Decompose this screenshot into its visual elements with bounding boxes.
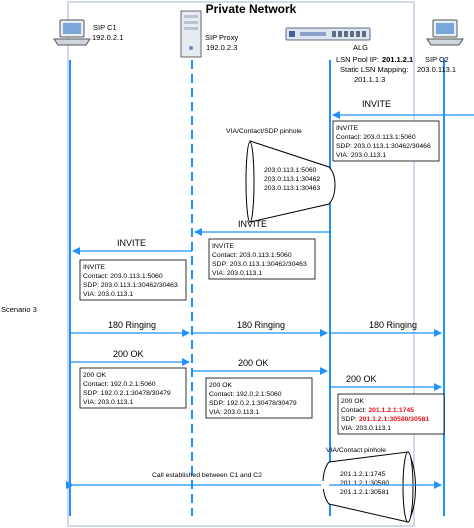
alg-mapping-ip: 201.1.1.3 xyxy=(354,75,385,84)
invite-label-2: INVITE xyxy=(238,219,267,229)
ok-label-2: 200 OK xyxy=(238,358,269,368)
alg-mapping-label: Static LSN Mapping: xyxy=(340,65,408,74)
invite-box-c2-line-2: Contact: 203.0.113.1:5060 xyxy=(336,134,416,141)
ok-box-c1 xyxy=(79,367,187,409)
ok-box-alg-sdp-label: SDP: xyxy=(341,416,357,423)
ok-label-1: 200 OK xyxy=(113,349,144,359)
ok-box-alg-line-3: SDP:201.1.2.1:30580/30581 xyxy=(341,416,429,423)
pinhole-2-cone xyxy=(322,451,416,523)
ok-box-proxy-line-4: VIA: 203.0.113.1 xyxy=(209,409,259,416)
ok-label-3: 200 OK xyxy=(346,374,377,384)
call-established-label: Call established between C1 and C2 xyxy=(152,472,262,479)
alg-pool: LSN Pool IP:201.1.2.1 xyxy=(336,55,413,64)
laptop-icon xyxy=(426,19,464,46)
pinhole-1-line-1: 203.0.113.1:5060 xyxy=(264,167,317,174)
private-network-region xyxy=(67,1,415,527)
pinhole-1-opening xyxy=(245,141,255,223)
pinhole-1-line-2: 203.0.113.1:30462 xyxy=(264,176,320,183)
ok-box-c1-line-2: Contact: 192.0.2.1:5060 xyxy=(83,381,156,388)
sip-proxy-name: SIP Proxy xyxy=(205,33,238,42)
invite-box-c1-line-2: Contact: 203.0.113.1:5060 xyxy=(83,273,163,280)
ok-box-alg-line-1: 200 OK xyxy=(341,398,365,405)
ok-box-c1-line-3: SDP: 192.0.2.1:30478/30479 xyxy=(83,390,171,397)
ok-box-proxy-line-1: 200 OK xyxy=(209,382,233,389)
sip-c2-name: SIP C2 xyxy=(425,55,449,64)
ok-box-alg-contact-label: Contact: xyxy=(341,407,366,414)
ok-box-alg-line-2: Contact:201.1.2.1:1745 xyxy=(341,407,414,414)
ok-box-proxy-line-3: SDP: 192.0.2.1:30478/30479 xyxy=(209,400,297,407)
invite-box-c1 xyxy=(79,259,187,301)
router-icon xyxy=(285,27,371,41)
scenario-label: Scenario 3 xyxy=(1,305,37,314)
invite-box-c2-line-1: INVITE xyxy=(336,125,358,132)
invite-box-proxy-line-3: SDP: 203.0.113.1:30462/30463 xyxy=(212,261,307,268)
call-established-gap xyxy=(321,481,329,489)
alg-pool-label: LSN Pool IP: xyxy=(336,55,379,64)
ok-box-c1-line-1: 200 OK xyxy=(83,372,107,379)
pinhole-1-label: VIA/Contact/SDP pinhole xyxy=(226,128,302,135)
invite-box-c2-line-4: VIA: 203.0.113.1 xyxy=(336,152,386,159)
invite-box-proxy-line-1: INVITE xyxy=(212,243,234,250)
pinhole-2-label: VIA/Contact pinhole xyxy=(326,447,386,454)
laptop-icon xyxy=(53,19,91,46)
invite-box-c1-line-4: VIA: 203.0.113.1 xyxy=(83,291,133,298)
alg-name: ALG xyxy=(353,43,368,52)
invite-box-c1-line-1: INVITE xyxy=(83,264,105,271)
ok-box-alg xyxy=(337,393,445,435)
pinhole-2-line-2: 201.1.2.1:30580 xyxy=(340,480,389,487)
invite-box-c1-line-3: SDP: 203.0.113.1:30462/30463 xyxy=(83,282,178,289)
invite-label-3: INVITE xyxy=(117,238,146,248)
ok-box-c1-line-4: VIA: 203.0.113.1 xyxy=(83,399,133,406)
ringing-label-3: 180 Ringing xyxy=(369,320,417,330)
ok-box-proxy-line-2: Contact: 192.0.2.1:5060 xyxy=(209,391,282,398)
invite-box-c2 xyxy=(332,120,440,162)
server-icon xyxy=(180,10,202,58)
diagram-title: Private Network xyxy=(206,2,297,16)
sip-c1-ip: 192.0.2.1 xyxy=(92,33,123,42)
pinhole-1-cone xyxy=(249,140,336,223)
pinhole-2-opening xyxy=(402,451,414,523)
ok-box-alg-sdp-value: 201.1.2.1:30580/30581 xyxy=(359,416,430,423)
invite-label-1: INVITE xyxy=(362,99,391,109)
sip-c1-name: SIP C1 xyxy=(93,23,117,32)
ok-box-alg-contact-value: 201.1.2.1:1745 xyxy=(368,407,414,414)
pinhole-2-line-1: 201.1.2.1:1745 xyxy=(340,471,386,478)
alg-pool-ip: 201.1.2.1 xyxy=(382,55,413,64)
invite-box-proxy xyxy=(208,238,316,280)
sip-proxy-ip: 192.0.2.3 xyxy=(206,43,237,52)
pinhole-2-line-3: 201.1.2.1:30581 xyxy=(340,489,389,496)
ringing-label-1: 180 Ringing xyxy=(108,320,156,330)
invite-box-proxy-line-2: Contact: 203.0.113.1:5060 xyxy=(212,252,292,259)
ok-box-alg-line-4: VIA: 203.0.113.1 xyxy=(341,425,391,432)
pinhole-1-line-3: 203.0.113.1:30463 xyxy=(264,185,320,192)
ringing-label-2: 180 Ringing xyxy=(237,320,285,330)
ok-box-proxy xyxy=(205,377,313,419)
sip-c2-ip: 203.0.113.1 xyxy=(417,65,456,74)
invite-box-c2-line-3: SDP: 203.0.113.1:30462/30466 xyxy=(336,143,431,150)
invite-box-proxy-line-4: VIA: 203.0.113.1 xyxy=(212,270,262,277)
